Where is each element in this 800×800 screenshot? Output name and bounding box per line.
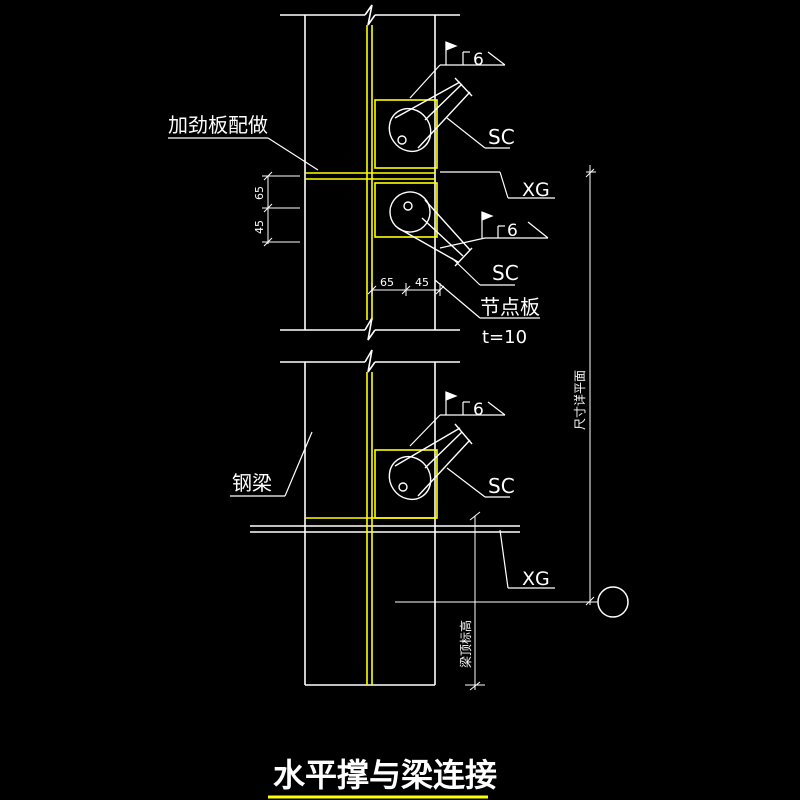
weld-size-mid: 6 — [507, 221, 518, 241]
dim-45-horizontal: 45 — [415, 276, 429, 289]
sc-label-top: SC — [488, 125, 515, 149]
gusset-label: 节点板 — [480, 295, 540, 319]
xg-label-top: XG — [522, 179, 550, 201]
drawing-title: 水平撑与梁连接 — [273, 756, 497, 794]
brace-bot — [388, 423, 473, 501]
dimension-lines — [262, 165, 598, 691]
yellow-members — [305, 25, 438, 685]
brace-mid — [389, 191, 473, 267]
vertical-dim-label: 尺寸详平面 — [572, 370, 587, 430]
dim-65-vertical: 65 — [253, 186, 266, 200]
weld-size-bot: 6 — [473, 400, 484, 420]
weld-symbol-bot — [409, 391, 506, 447]
dim-45-vertical: 45 — [253, 220, 266, 234]
beam-top-label: 梁顶标高 — [458, 620, 473, 668]
leaders — [168, 117, 555, 589]
xg-label-bot: XG — [522, 568, 550, 590]
weld-size-top: 6 — [473, 50, 484, 70]
dim-65-horizontal: 65 — [380, 276, 394, 289]
axis-bubble — [597, 586, 629, 618]
stiffener-label: 加劲板配做 — [168, 113, 268, 137]
beam-label: 钢梁 — [232, 471, 272, 495]
thickness-label: t=10 — [482, 327, 527, 348]
sc-label-mid: SC — [492, 261, 519, 285]
weld-symbol-mid — [439, 211, 549, 249]
steel-beam — [250, 4, 520, 686]
weld-symbol-top — [409, 41, 506, 99]
brace-top — [388, 77, 473, 153]
sc-label-bot: SC — [488, 474, 515, 498]
